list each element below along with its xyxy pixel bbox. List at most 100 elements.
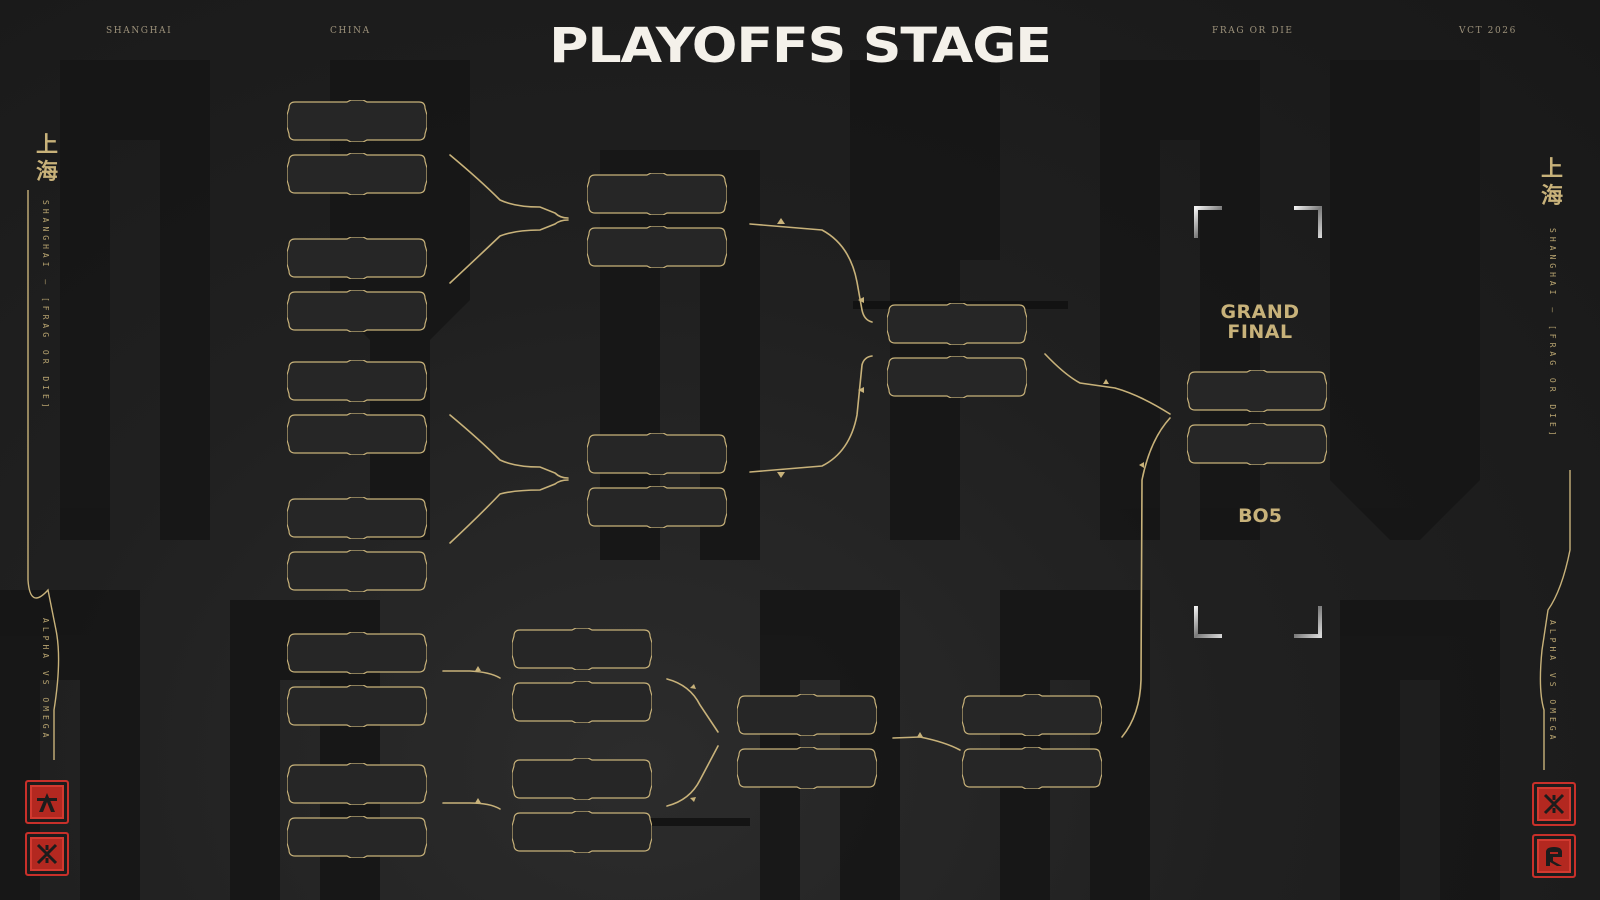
slot-frame (962, 747, 1102, 789)
match-12-team-1-slot[interactable] (512, 758, 652, 800)
match-6-team-2-slot[interactable] (287, 816, 427, 858)
omega-logo-icon (1546, 847, 1562, 866)
slot-frame (512, 811, 652, 853)
cross-logo-icon (1543, 793, 1565, 815)
alpha-logo-icon (37, 793, 57, 812)
slot-frame (737, 747, 877, 789)
left-vertical-text-top: SHANGHAI — [FRAG OR DIE] (41, 200, 50, 412)
match-8-team-2-slot[interactable] (587, 486, 727, 528)
slot-frame (887, 356, 1027, 398)
left-cjk-char-1: 上 (35, 133, 58, 158)
connector-ub-semi-b (749, 355, 873, 473)
slot-frame (512, 628, 652, 670)
slot-frame (287, 237, 427, 279)
right-badge-top (1532, 782, 1576, 826)
slot-frame (287, 413, 427, 455)
match-7-team-2-slot[interactable] (587, 226, 727, 268)
match-5-team-1-slot[interactable] (287, 632, 427, 674)
match-12-team-2-slot[interactable] (512, 811, 652, 853)
slot-frame (287, 360, 427, 402)
slot-frame (587, 226, 727, 268)
right-vertical-text-top: SHANGHAI — [FRAG OR DIE] (1548, 228, 1557, 440)
slot-frame (512, 758, 652, 800)
page-title: PLAYOFFS STAGE (549, 18, 1052, 74)
connector-lb-r2-a (666, 678, 719, 733)
match-9-team-2-slot[interactable] (887, 356, 1027, 398)
slot-frame (287, 100, 427, 142)
corner-bottom-left (1194, 606, 1222, 638)
connector-ub1-a (449, 154, 569, 219)
match-8-team-1-slot[interactable] (587, 433, 727, 475)
match-3-team-2-slot[interactable] (287, 413, 427, 455)
match-14-team-1-slot[interactable] (962, 694, 1102, 736)
grand-final-title-line1: GRAND (1220, 301, 1300, 323)
slot-frame (287, 816, 427, 858)
corner-top-right (1294, 206, 1322, 238)
header-label-frag-or-die: FRAG OR DIE (1212, 26, 1294, 36)
cross-logo-icon (36, 843, 58, 865)
match-10-team-1-slot[interactable] (1187, 370, 1327, 412)
corner-top-left (1194, 206, 1222, 238)
right-badge-bottom (1532, 834, 1576, 878)
match-6-team-1-slot[interactable] (287, 763, 427, 805)
connector-ub-semi-a (749, 223, 873, 323)
slot-frame (962, 694, 1102, 736)
slot-frame (287, 153, 427, 195)
right-vertical-text-bottom: ALPHA VS OMEGA (1548, 620, 1557, 744)
match-11-team-2-slot[interactable] (512, 681, 652, 723)
connector-semi-gf-a (1044, 353, 1171, 415)
connector-lower-gf (1121, 417, 1171, 738)
match-9-team-1-slot[interactable] (887, 303, 1027, 345)
slot-frame (287, 632, 427, 674)
match-10-team-2-slot[interactable] (1187, 423, 1327, 465)
corner-bottom-right (1294, 606, 1322, 638)
match-4-team-1-slot[interactable] (287, 497, 427, 539)
left-badge-bottom (25, 832, 69, 876)
header-label-china: CHINA (330, 26, 371, 36)
connector-lb2 (442, 802, 501, 810)
match-13-team-2-slot[interactable] (737, 747, 877, 789)
match-5-team-2-slot[interactable] (287, 685, 427, 727)
right-ornament-line (1539, 470, 1571, 770)
slot-frame (587, 486, 727, 528)
match-1-team-2-slot[interactable] (287, 153, 427, 195)
slot-frame (587, 173, 727, 215)
match-2-team-2-slot[interactable] (287, 290, 427, 332)
slot-frame (1187, 423, 1327, 465)
connector-lb-r3 (892, 736, 961, 751)
match-4-team-2-slot[interactable] (287, 550, 427, 592)
match-3-team-1-slot[interactable] (287, 360, 427, 402)
grand-final-title-line2: FINAL (1227, 321, 1293, 343)
slot-frame (512, 681, 652, 723)
connector-lb1 (442, 670, 501, 679)
right-cjk-char-2: 海 (1540, 184, 1563, 209)
match-11-team-1-slot[interactable] (512, 628, 652, 670)
slot-frame (287, 550, 427, 592)
left-ornament-line (27, 190, 60, 760)
header-label-vct-2026: VCT 2026 (1459, 26, 1517, 36)
slot-frame (287, 290, 427, 332)
right-cjk-char-1: 上 (1540, 157, 1563, 182)
match-1-team-1-slot[interactable] (287, 100, 427, 142)
grand-final-format: BO5 (1238, 505, 1282, 527)
slot-frame (287, 763, 427, 805)
match-7-team-1-slot[interactable] (587, 173, 727, 215)
connector-ub2-b (449, 479, 569, 544)
slot-frame (587, 433, 727, 475)
header-label-shanghai: SHANGHAI (106, 26, 173, 36)
slot-frame (287, 497, 427, 539)
left-vertical-text-bottom: ALPHA VS OMEGA (41, 618, 50, 742)
connector-ub1-b (449, 219, 569, 284)
slot-frame (887, 303, 1027, 345)
match-2-team-1-slot[interactable] (287, 237, 427, 279)
match-14-team-2-slot[interactable] (962, 747, 1102, 789)
left-cjk-char-2: 海 (35, 160, 58, 185)
slot-frame (287, 685, 427, 727)
grand-final-frame (1194, 206, 1322, 638)
connector-lb-r2-b (666, 745, 719, 807)
connector-ub2-a (449, 414, 569, 479)
slot-frame (1187, 370, 1327, 412)
match-13-team-1-slot[interactable] (737, 694, 877, 736)
